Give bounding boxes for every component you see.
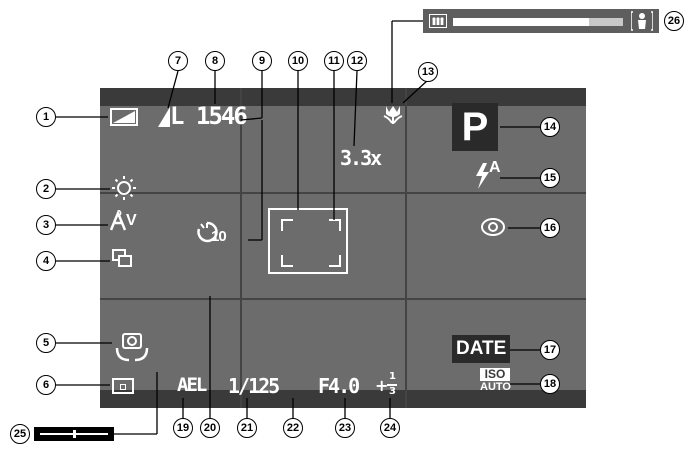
shooting-mode-letter: P: [461, 104, 489, 149]
shutter-speed: 1/125: [228, 374, 280, 398]
callout-4: 4: [36, 251, 56, 271]
af-bracket-br: [329, 255, 341, 267]
exposure-comp-sign: +: [375, 376, 389, 395]
metering-center-dot: [120, 384, 126, 390]
date-stamp-icon: DATE: [452, 335, 511, 363]
manual-focus-position: [72, 430, 76, 438]
my-colors-letter: V: [126, 212, 137, 229]
af-bracket-tr: [329, 219, 341, 231]
callout-9: 9: [252, 51, 272, 71]
callout-2: 2: [36, 179, 56, 199]
callout-20: 20: [200, 418, 220, 438]
callout-18: 18: [540, 374, 560, 394]
callout-12: 12: [347, 51, 367, 71]
digital-zoom-factor: 3.3x: [340, 146, 382, 170]
drive-mode-front-frame: [118, 255, 132, 267]
exposure-comp-numerator: 1: [389, 371, 396, 382]
callout-8: 8: [205, 51, 225, 71]
zoom-bar: [423, 9, 659, 33]
red-eye-icon: [481, 218, 505, 236]
bottom-info-bar: [100, 390, 586, 408]
callout-1: 1: [36, 107, 56, 127]
grid-line-v2: [405, 88, 407, 408]
compression-icon: [158, 107, 170, 127]
self-timer-seconds: 10: [211, 228, 227, 245]
callout-24: 24: [380, 418, 400, 438]
callout-25: 25: [10, 424, 30, 444]
flash-icon: [476, 163, 489, 189]
macro-icon: [383, 106, 403, 124]
resolution-label: L: [170, 102, 185, 130]
af-frame-outer: [268, 208, 348, 274]
callout-11: 11: [324, 51, 344, 71]
grid-line-h1: [100, 192, 586, 194]
battery-icon: [110, 108, 138, 126]
callout-13: 13: [418, 62, 438, 82]
iso-value: AUTO: [480, 381, 511, 393]
zoom-position-fill: [453, 18, 589, 26]
ae-lock-label: AEL: [177, 374, 207, 396]
self-timer-icon: [197, 221, 218, 243]
callout-14: 14: [540, 117, 560, 137]
my-colors-icon: [109, 210, 127, 231]
callout-17: 17: [540, 340, 560, 360]
image-stabilizer-icon: [115, 333, 149, 362]
callout-21: 21: [237, 418, 257, 438]
manual-focus-indicator: [34, 427, 114, 441]
callout-7: 7: [168, 51, 188, 71]
flash-auto-label: A: [489, 159, 501, 176]
zoom-tele-icon: [631, 11, 653, 31]
iso-label: ISO: [480, 368, 510, 381]
callout-23: 23: [335, 418, 355, 438]
exposure-comp-denominator: 3: [389, 386, 396, 397]
shots-remaining: 1546: [196, 102, 248, 130]
callout-15: 15: [540, 168, 560, 188]
callout-22: 22: [283, 418, 303, 438]
white-balance-sun-icon: [112, 176, 136, 200]
metering-icon: [112, 378, 134, 394]
callout-5: 5: [36, 333, 56, 353]
callout-26: 26: [664, 11, 684, 31]
grid-line-h2: [100, 298, 586, 300]
zoom-wide-icon: [429, 14, 447, 28]
callout-16: 16: [540, 218, 560, 238]
callout-19: 19: [173, 418, 193, 438]
af-frame-brackets: [281, 219, 341, 267]
callout-6: 6: [36, 375, 56, 395]
af-bracket-tl: [281, 219, 293, 231]
top-info-bar: [100, 88, 586, 106]
callout-10: 10: [288, 51, 308, 71]
af-bracket-bl: [281, 255, 293, 267]
grid-line-v1: [240, 88, 242, 408]
exposure-comp-fraction-bar: [387, 384, 397, 386]
callout-3: 3: [36, 215, 56, 235]
iso-icon: ISO AUTO: [480, 368, 511, 393]
aperture-value: F4.0: [318, 374, 360, 398]
shooting-mode-box: P: [452, 103, 498, 151]
zoom-track: [453, 18, 623, 26]
